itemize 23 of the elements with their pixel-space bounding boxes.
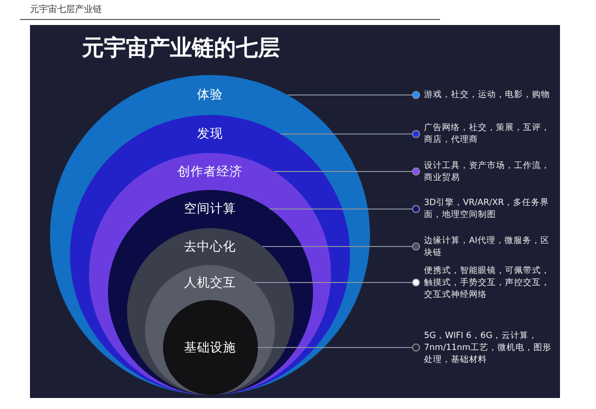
layer-label: 体验 — [196, 86, 224, 104]
leader-line — [268, 205, 420, 213]
description-text: 设计工具，资产市场，工作流，商业贸易 — [420, 160, 556, 184]
leader-line — [257, 344, 420, 352]
leader-line — [280, 130, 420, 138]
description-text: 5G，WIFI 6，6G，云计算，7nm/11nm工艺，微机电，图形处理，基础材料 — [420, 330, 556, 366]
layer-circle — [162, 300, 258, 395]
layer-label: 去中心化 — [183, 238, 237, 255]
description-text: 便携式，智能眼镜，可佩带式，触摸式，手势交互，声控交互，交互式神经网络 — [420, 264, 556, 300]
header-text: 元宇宙七层产业链 — [30, 4, 102, 16]
description-text: 游戏，社交，运动，电影，购物 — [420, 89, 556, 101]
leader-line — [274, 168, 420, 176]
chart-title: 元宇宙产业链的七层 — [82, 34, 280, 63]
layer-label: 空间计算 — [183, 200, 237, 218]
layer-label: 发现 — [196, 126, 224, 142]
layer-label: 人机交互 — [183, 274, 237, 291]
description-text: 3D引擎，VR/AR/XR，多任务界面，地理空间制图 — [420, 197, 556, 221]
description-text: 广告网络，社交，策展，互评，商店，代理商 — [420, 122, 556, 146]
leader-line — [262, 242, 420, 250]
layer-label: 创作者经济 — [176, 163, 244, 180]
layer-label: 基础设施 — [183, 339, 237, 356]
leader-line — [286, 91, 420, 99]
description-text: 边缘计算，AI代理，微服务，区块链 — [420, 234, 556, 258]
